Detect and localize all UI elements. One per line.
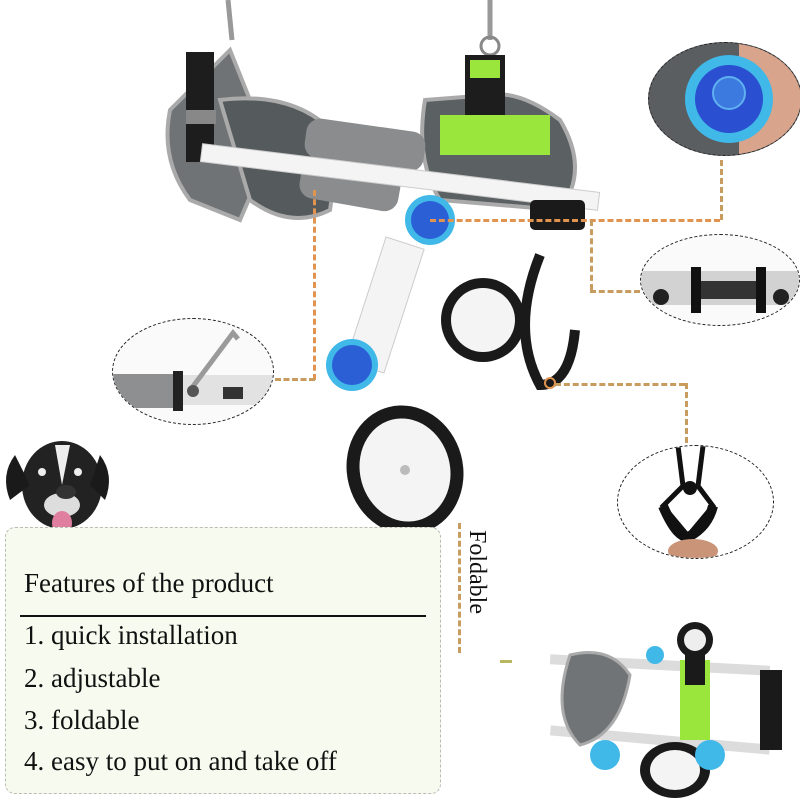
- folded-wheelchair-image: [549, 622, 782, 798]
- leader-line: [720, 160, 723, 220]
- hex-key-ruler-icon: [113, 328, 273, 411]
- length-adjust-detail: [112, 318, 274, 425]
- feature-item: 1. quick installation: [24, 620, 238, 650]
- leader-line: [685, 383, 688, 443]
- handle-strap-icon: [658, 446, 718, 558]
- leader-line: [275, 378, 315, 381]
- hanging-chain-icon: [225, 0, 501, 57]
- feature-item: 2. adjustable: [24, 663, 161, 693]
- frame-bar-detail: [640, 234, 800, 326]
- handle-strap-detail: [617, 445, 774, 559]
- leader-line: [430, 219, 720, 222]
- feature-item: 4. easy to put on and take off: [24, 746, 337, 776]
- adjustment-knob-detail: [648, 42, 800, 156]
- leader-line: [555, 383, 685, 386]
- features-divider: [20, 615, 426, 617]
- features-panel: [5, 527, 441, 794]
- foldable-label: Foldable: [464, 530, 490, 614]
- leader-line: [313, 190, 316, 380]
- feature-item: 3. foldable: [24, 705, 140, 735]
- knob-icon: [685, 43, 800, 155]
- leader-line: [590, 220, 593, 290]
- features-title: Features of the product: [24, 568, 274, 598]
- leader-line: [500, 660, 512, 663]
- leader-line: [458, 523, 461, 653]
- frame-bar-icon: [641, 267, 799, 313]
- leader-line: [590, 290, 640, 293]
